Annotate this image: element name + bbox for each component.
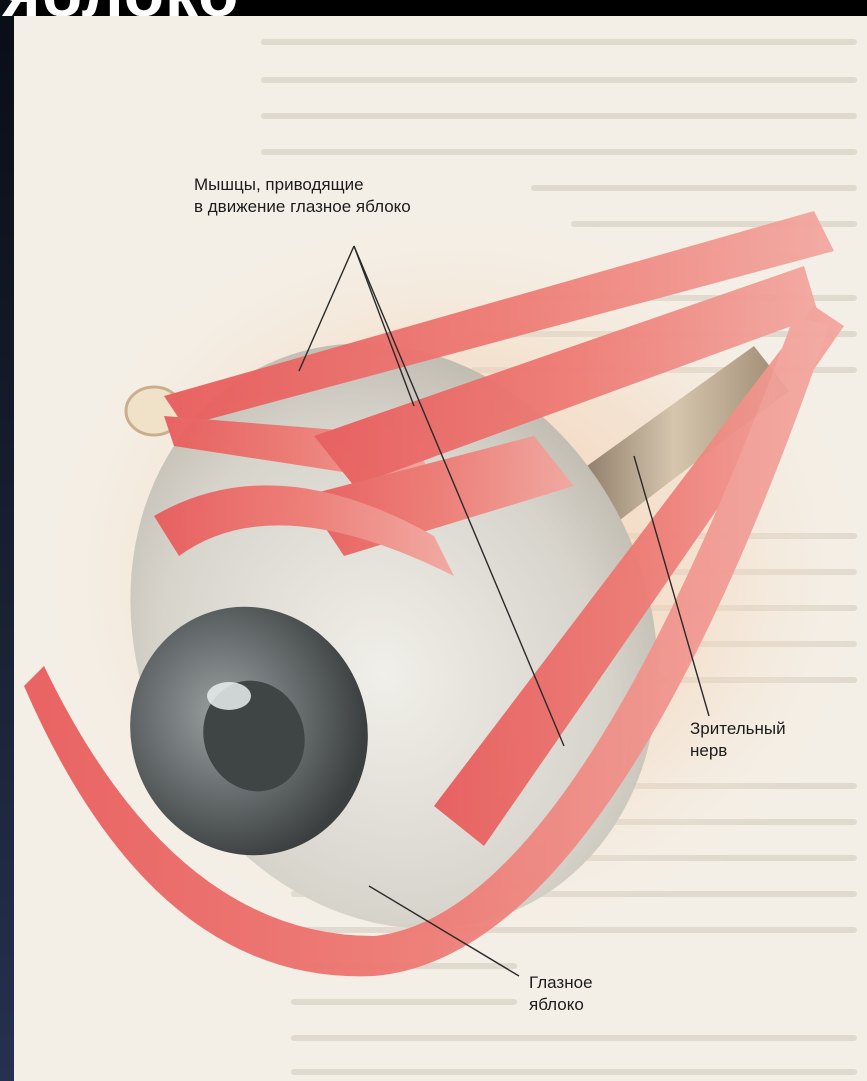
eyeball-label-line1: Глазное (529, 972, 593, 994)
left-dark-strip (0, 0, 14, 1081)
optic-nerve-label-line2: нерв (690, 740, 786, 762)
eyeball-label: Глазное яблоко (529, 972, 593, 1016)
eyeball-label-line2: яблоко (529, 994, 593, 1016)
eye-muscle-illustration: Мышцы, приводящие в движение глазное ябл… (14, 16, 867, 1081)
muscles-label-line1: Мышцы, приводящие (194, 174, 411, 196)
cornea-highlight (207, 682, 251, 710)
eye-diagram-svg (14, 16, 867, 1081)
muscles-label-line2: в движение глазное яблоко (194, 196, 411, 218)
muscles-label: Мышцы, приводящие в движение глазное ябл… (194, 174, 411, 218)
optic-nerve-label: Зрительный нерв (690, 718, 786, 762)
optic-nerve-label-line1: Зрительный (690, 718, 786, 740)
